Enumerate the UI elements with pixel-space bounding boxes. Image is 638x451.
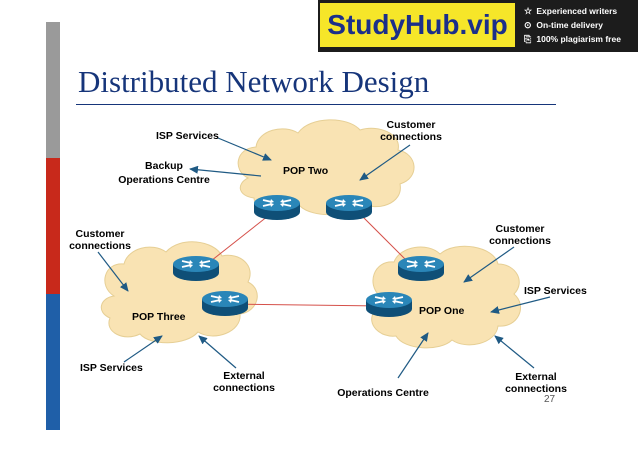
customer-connections-left-label: connections [69,240,131,252]
isp-services-label: ISP Services [156,130,219,142]
arrow-isp-bottom [123,335,163,363]
pop-two-label: POP Two [283,165,328,177]
external-connections-right-label: External [515,371,557,383]
star-icon: ☆ [524,6,533,16]
operations-centre-label: Operations Centre [337,387,429,399]
badge-feature-text: 100% plagiarism free [536,34,621,44]
arrow-isp-top [217,137,272,161]
customer-connections-left-label: Customer [75,228,124,240]
arrows [97,137,551,379]
link-three-one [225,303,387,307]
customer-connections-right-label: connections [489,235,551,247]
arrow-customer-right [463,246,515,283]
badge-feature: ☆ Experienced writers [524,4,621,18]
studyhub-badge[interactable]: StudyHub.vip ☆ Experienced writers ⊙ On-… [318,0,638,52]
arrow-external-left [198,335,237,369]
arrow-backup [189,165,262,177]
external-connections-left-label: External [223,370,265,382]
accent-bar-blue [46,294,60,430]
backup-label: Backup [145,160,183,172]
accent-bar-gray [46,22,60,158]
external-connections-right-label: connections [505,383,567,395]
page-number: 27 [544,394,556,405]
isp-services-bottom-label: ISP Services [80,362,143,374]
arrow-isp-right [490,296,551,314]
isp-services-right-label: ISP Services [524,285,587,297]
arrow-operations-centre [397,332,429,379]
badge-feature-text: On-time delivery [536,20,603,30]
arrow-external-right [494,335,535,369]
customer-connections-label: connections [380,131,442,143]
link-two-one [361,215,413,267]
badge-feature: ⊙ On-time delivery [524,18,621,32]
router-icon [325,194,373,221]
badge-feature: ⎘ 100% plagiarism free [524,32,621,46]
slide-title: Distributed Network Design [78,64,430,99]
pop-one-label: POP One [419,305,464,317]
router-icon [172,255,220,282]
document-icon: ⎘ [524,34,532,44]
badge-feature-text: Experienced writers [536,6,618,16]
pop-three-label: POP Three [132,311,186,323]
accent-bar-red [46,158,60,294]
studyhub-logo[interactable]: StudyHub.vip [320,3,515,47]
title-underline [76,104,556,105]
router-icon [201,290,249,317]
router-icon [365,291,413,318]
badge-features: ☆ Experienced writers ⊙ On-time delivery… [524,4,621,46]
arrow-customer-top [359,144,411,181]
arrow-customer-left [97,251,129,292]
customer-connections-right-label: Customer [495,223,544,235]
router-icon [253,194,301,221]
customer-connections-label: Customer [386,119,435,131]
clock-icon: ⊙ [524,20,532,30]
external-connections-left-label: connections [213,382,275,394]
backup-label: Operations Centre [118,174,210,186]
router-icon [397,255,445,282]
